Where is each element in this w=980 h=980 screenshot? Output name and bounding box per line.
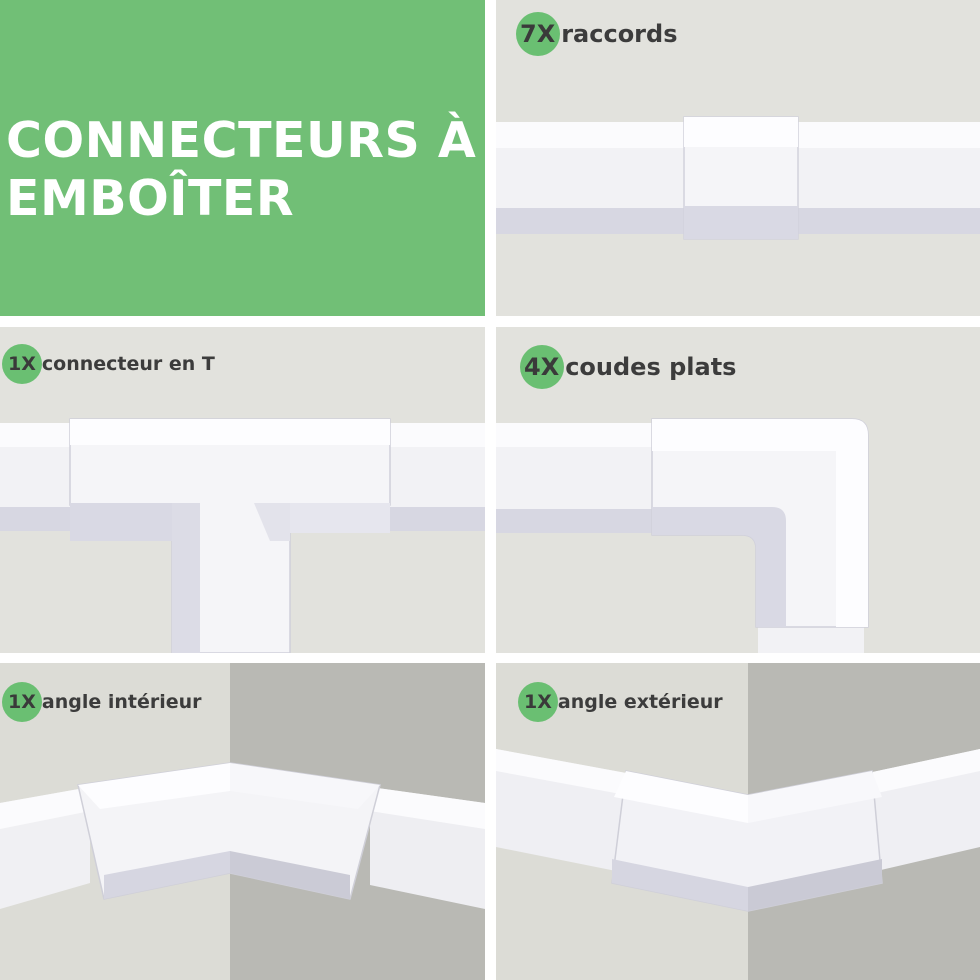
label-angle-interieur: 1X angle intérieur bbox=[8, 691, 202, 713]
quantity-badge: 7X bbox=[520, 20, 556, 48]
item-name: angle intérieur bbox=[41, 691, 202, 713]
inner-angle-illustration bbox=[0, 663, 485, 980]
panel-raccords: 7X raccords bbox=[496, 0, 980, 316]
raccords-illustration bbox=[496, 116, 980, 240]
quantity-badge: 1X bbox=[8, 353, 36, 375]
flat-elbow-illustration bbox=[496, 418, 869, 653]
headline-line-1: CONNECTEURS À bbox=[6, 112, 477, 169]
quantity-badge: 1X bbox=[524, 691, 552, 713]
duct-down bbox=[758, 625, 864, 653]
t-connector-illustration bbox=[0, 418, 485, 653]
outer-angle-illustration bbox=[496, 663, 980, 980]
headline-panel: CONNECTEURS À EMBOÎTER bbox=[0, 0, 485, 316]
headline: CONNECTEURS À EMBOÎTER bbox=[6, 112, 476, 228]
panel-connecteur-t: 1X connecteur en T bbox=[0, 327, 485, 653]
panel-angle-exterieur: 1X angle extérieur bbox=[496, 663, 980, 980]
quantity-badge: 1X bbox=[8, 691, 36, 713]
label-connecteur-t: 1X connecteur en T bbox=[8, 353, 215, 375]
item-name: coudes plats bbox=[565, 353, 737, 381]
item-name: connecteur en T bbox=[41, 353, 215, 375]
label-raccords: 7X raccords bbox=[520, 20, 677, 48]
headline-line-2: EMBOÎTER bbox=[6, 170, 295, 227]
item-name: raccords bbox=[561, 20, 678, 48]
item-name: angle extérieur bbox=[557, 691, 723, 713]
panel-angle-interieur: 1X angle intérieur bbox=[0, 663, 485, 980]
quantity-badge: 4X bbox=[524, 353, 560, 381]
panel-coudes-plats: 4X coudes plats bbox=[496, 327, 980, 653]
label-coudes-plats: 4X coudes plats bbox=[524, 353, 736, 381]
label-angle-exterieur: 1X angle extérieur bbox=[524, 691, 723, 713]
